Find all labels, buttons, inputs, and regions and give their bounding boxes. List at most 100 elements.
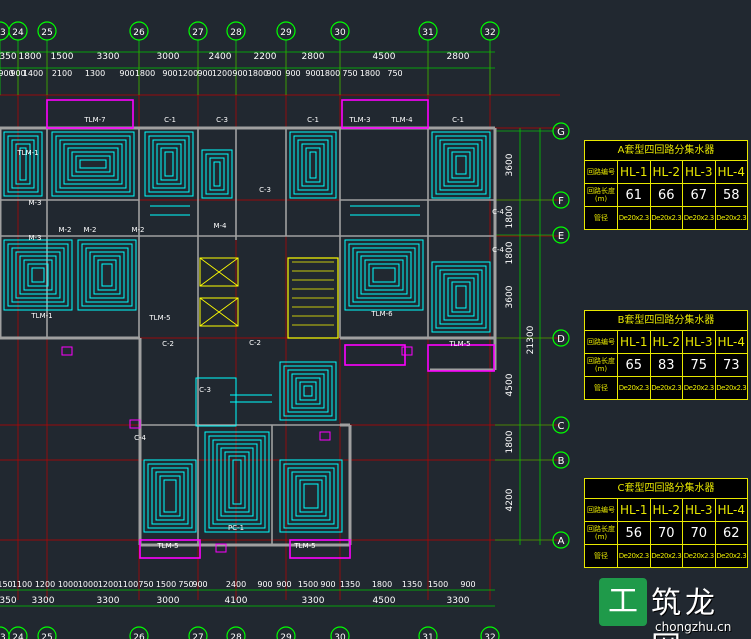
length-label: 回路长度(m) [584,183,618,207]
dimension-text: 1500 [51,52,74,62]
pipe-size: De20x2.3 [714,544,748,568]
loop-length: 65 [617,353,651,377]
heating-coil [51,131,135,197]
dimension-text: 1200 [98,580,118,589]
loop-length: 62 [714,521,748,545]
heating-coil [7,243,69,307]
dimension-text: 2800 [447,52,470,62]
axis-label: 30 [334,633,346,639]
dimension-text: 4200 [505,488,515,511]
heating-coil [297,139,329,191]
axis-label: 25 [41,633,52,639]
axis-bubble [276,626,296,639]
heating-coil [23,259,53,291]
dimension-text: 900 [257,580,272,589]
room-tag: M-2 [58,226,71,234]
heating-coil [216,443,258,521]
dimension-text: 2100 [52,69,72,78]
room-tag: C-3 [199,386,211,394]
dimension-text: 900 [197,69,212,78]
pipe-size: De20x2.3 [617,376,651,400]
heating-coil [439,139,483,191]
manifold-table-a: A套型四回路分集水器 回路编号 HL-1 HL-2 HL-3 HL-4 回路长度… [584,140,748,230]
heating-coil [431,261,491,333]
heating-coil [287,369,329,413]
dimension-text: 750 [178,580,193,589]
watermark: 工 筑龙网 chongzhu.cn [599,578,749,639]
heating-coil [213,161,221,187]
dimension-text: 4100 [225,596,248,606]
heating-coil [301,143,325,187]
heating-coil [224,451,250,513]
heating-coil [451,151,471,179]
axis-bubble [418,626,438,639]
dimension-text: 4500 [373,596,396,606]
heating-coil [295,377,321,405]
heating-coil [447,147,475,183]
heating-coil [431,131,491,199]
loop-length: 73 [714,353,748,377]
axis-label: 28 [230,28,242,38]
heating-coil [372,267,396,283]
pipe-size: De20x2.3 [682,206,716,230]
axis-bubble [37,626,57,639]
axis-label: A [558,536,565,547]
heating-coil [451,281,471,313]
dimension-text: 900 [460,580,475,589]
balcony [139,539,201,559]
room-tag: C-3 [259,186,271,194]
room-tag: C-1 [164,116,176,124]
heating-coil [209,157,225,191]
heating-coil [360,255,408,295]
loop-id: HL-3 [682,160,716,184]
dimension-text: 750 [138,580,153,589]
loop-id: HL-1 [617,330,651,354]
heating-coil [455,155,467,175]
loop-length: 70 [649,521,683,545]
axis-label: 25 [41,28,52,38]
axis-bubble [8,626,28,639]
pipe-size: De20x2.3 [649,206,683,230]
dimension-text: 1300 [85,69,105,78]
axis-bubble [330,626,350,639]
heating-coil [212,439,262,525]
room-tag: C-4 [492,246,504,254]
dimension-text: 1100 [12,580,32,589]
heating-coil [160,147,178,181]
axis-label: G [557,127,565,138]
heating-coil [303,483,319,509]
heating-coil [3,131,43,197]
heating-coil [295,475,327,517]
room-tag: C-4 [134,434,146,442]
axis-label: 23 [0,633,6,639]
dimension-text: 1800 [320,69,340,78]
heating-coil [204,431,270,533]
dimension-text: 3300 [447,596,470,606]
axis-label: E [558,231,564,242]
pipe-size: De20x2.3 [617,206,651,230]
heating-coil [447,277,475,317]
heating-coil [352,247,416,303]
loop-id: HL-3 [682,330,716,354]
room-tag: TLM-3 [348,116,370,124]
heating-coil [232,459,242,505]
balcony [46,99,134,129]
axis-label: 26 [133,633,145,639]
table-header-label: 回路编号 [584,160,618,184]
heating-coil [208,435,266,529]
elevator-shaft [199,257,239,287]
heating-coil [89,251,125,299]
dimension-text: 900 [305,69,320,78]
heating-coil [147,463,193,529]
pipe-size: De20x2.3 [649,544,683,568]
loop-id: HL-1 [617,160,651,184]
balcony [427,344,495,372]
heating-coil [291,471,331,521]
dimension-text: 1200 [35,580,55,589]
axis-label: 27 [192,633,203,639]
dimension-text: 1000 [78,580,98,589]
axis-label: B [558,456,565,467]
dimension-text: 900 [266,69,281,78]
dimension-text: 900 [162,69,177,78]
